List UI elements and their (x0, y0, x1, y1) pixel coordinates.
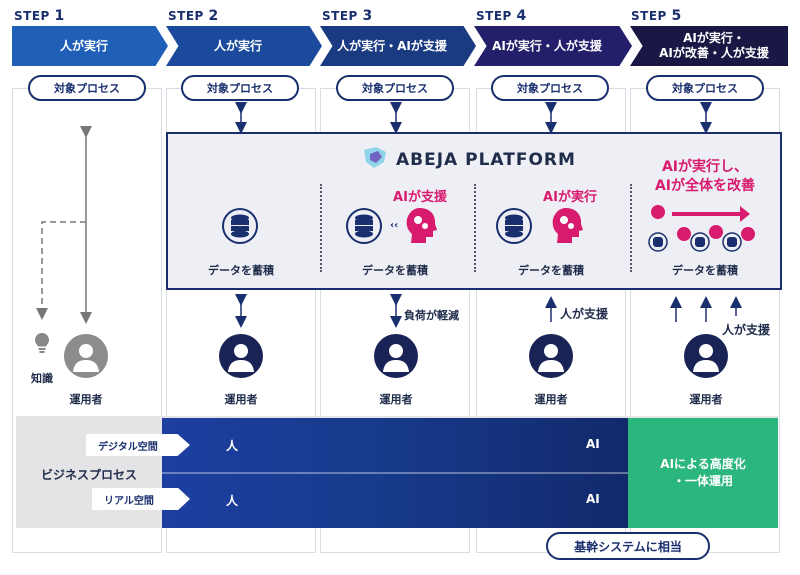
human-support-label-5: 人が支援 (722, 323, 771, 337)
person-icon (684, 334, 728, 378)
ai-execute-label: AIが実行 (543, 190, 597, 205)
platform-name: ABEJA PLATFORM (396, 150, 576, 170)
operator-label-2: 運用者 (224, 393, 258, 406)
human-label-real: 人 (226, 494, 239, 508)
operator-label-4: 運用者 (534, 393, 568, 406)
platform-divider-1 (320, 184, 322, 272)
platform-divider-2 (474, 184, 476, 272)
gradient-divider (162, 472, 628, 474)
process-pill-4: 対象プロセス (491, 75, 609, 101)
step-1-bar: 人が実行 (12, 26, 168, 66)
real-space-tag: リアル空間 (92, 488, 190, 510)
operator-label-1: 運用者 (69, 393, 103, 406)
abeja-logo-icon (364, 147, 386, 168)
process-pill-2: 対象プロセス (181, 75, 299, 101)
ai-label-real: AI (586, 492, 600, 506)
ai-label-digital: AI (586, 437, 600, 451)
process-pill-3: 対象プロセス (336, 75, 454, 101)
ai-improve-label: AIが実行し、AIが全体を改善 (654, 159, 756, 194)
lightbulb-icon (35, 333, 49, 353)
ai-advanced-box: AIによる高度化・一体運用 (628, 418, 778, 528)
human-support-label-4: 人が支援 (560, 307, 609, 321)
step-3-bar: 人が実行・AIが支援 (320, 26, 476, 66)
ai-head-icon (406, 208, 437, 243)
digital-space-tag: デジタル空間 (86, 434, 190, 456)
person-icon (529, 334, 573, 378)
ai-cluster-icon (648, 205, 755, 252)
step-5-label: STEP 5 (631, 8, 682, 24)
process-pill-1: 対象プロセス (28, 75, 146, 101)
chevron-left-icon: ‹‹ (390, 220, 399, 231)
human-label-digital: 人 (226, 439, 239, 453)
person-icon (374, 334, 418, 378)
platform-divider-3 (630, 184, 632, 272)
step-2-bar: 人が実行 (166, 26, 322, 66)
step-5-bar: AIが実行・AIが改善・人が支援 (630, 26, 788, 66)
step-4-bar: AIが実行・人が支援 (474, 26, 632, 66)
operator-label-5: 運用者 (689, 393, 723, 406)
core-system-pill: 基幹システムに相当 (546, 532, 710, 560)
person-icon (64, 334, 108, 378)
operator-label-3: 運用者 (379, 393, 413, 406)
load-reduced-label: 負荷が軽減 (404, 309, 459, 322)
ai-head-icon (552, 208, 583, 243)
process-pill-5: 対象プロセス (646, 75, 764, 101)
knowledge-label: 知識 (31, 372, 53, 385)
data-store-label-5: データを蓄積 (672, 264, 738, 277)
data-store-label-2: データを蓄積 (208, 264, 274, 277)
database-icon (346, 208, 382, 244)
step-2-label: STEP 2 (168, 8, 219, 24)
database-icon (496, 208, 532, 244)
ai-support-label: AIが支援 (393, 190, 447, 205)
data-store-label-4: データを蓄積 (518, 264, 584, 277)
step-3-label: STEP 3 (322, 8, 373, 24)
business-process-label: ビジネスプロセス (40, 468, 137, 482)
step-4-label: STEP 4 (476, 8, 527, 24)
database-icon (222, 208, 258, 244)
human-to-ai-gradient (162, 418, 628, 528)
step-1-label: STEP 1 (14, 8, 65, 24)
person-icon (219, 334, 263, 378)
data-store-label-3: データを蓄積 (362, 264, 428, 277)
